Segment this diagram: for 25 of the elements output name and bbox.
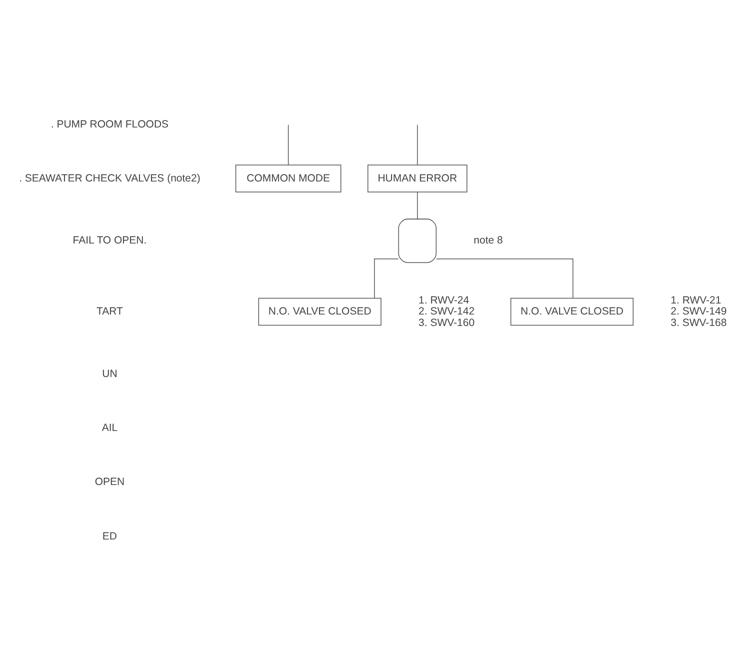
node-label: 1. RWV-24 bbox=[418, 294, 470, 306]
node-label: 3. SWV-160 bbox=[418, 316, 475, 328]
node-gate bbox=[398, 218, 437, 262]
node-box: HUMAN ERROR bbox=[368, 164, 468, 192]
node-label: 3. SWV-168 bbox=[670, 316, 727, 328]
label: ED bbox=[102, 530, 118, 542]
label: . SEAWATER CHECK VALVES (note2) bbox=[19, 172, 200, 184]
node-box: N.O. VALVE CLOSED bbox=[258, 297, 382, 326]
connector bbox=[417, 124, 418, 165]
label: TART bbox=[96, 305, 123, 318]
node-label: 2. SWV-142 bbox=[418, 305, 475, 318]
label: FAIL TO OPEN. bbox=[72, 234, 147, 246]
node-box: N.O. VALVE CLOSED bbox=[510, 297, 634, 326]
connector bbox=[288, 124, 289, 165]
node-label: 1. RWV-21 bbox=[670, 294, 722, 306]
node-label: 2. SWV-149 bbox=[670, 305, 727, 318]
label: AIL bbox=[102, 422, 118, 434]
node-label: note 8 bbox=[474, 234, 503, 246]
label: OPEN bbox=[94, 476, 125, 488]
connector bbox=[436, 258, 574, 298]
label: . PUMP ROOM FLOODS bbox=[50, 118, 169, 130]
label: UN bbox=[102, 368, 118, 380]
connector bbox=[417, 191, 418, 219]
connector bbox=[374, 258, 399, 298]
node-box: COMMON MODE bbox=[235, 164, 342, 192]
